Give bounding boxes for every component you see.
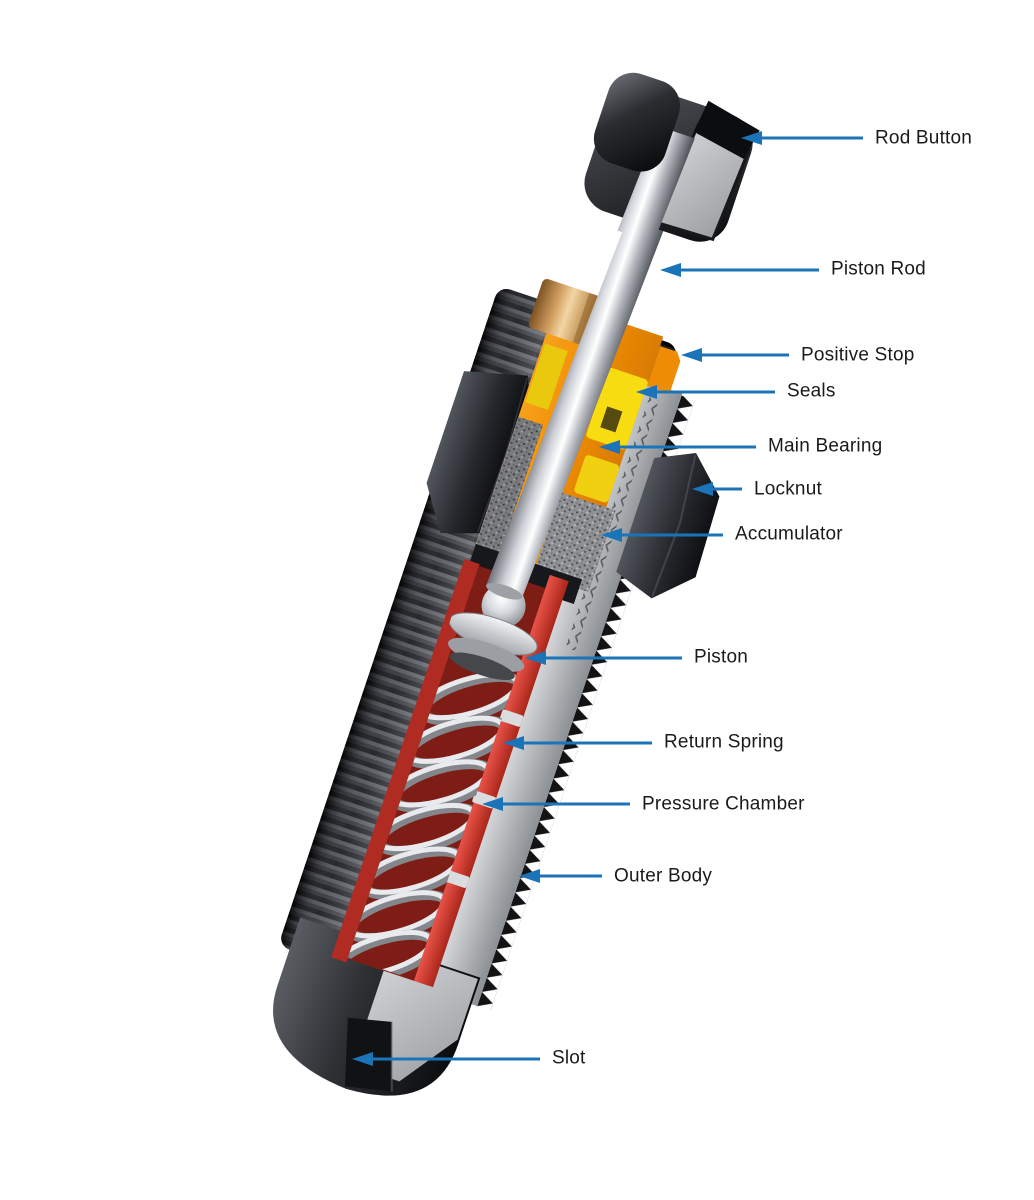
arrow-pressure-chamber xyxy=(482,797,630,811)
arrow-locknut xyxy=(692,482,742,496)
rod-through-button xyxy=(617,126,695,243)
label-rod-button: Rod Button xyxy=(875,127,973,149)
positive-stop-part xyxy=(646,346,681,394)
shock-absorber-assembly xyxy=(273,72,760,1096)
arrow-piston xyxy=(525,651,682,665)
accumulator-part xyxy=(475,416,616,593)
label-positive-stop: Positive Stop xyxy=(801,344,915,366)
arrow-positive-stop xyxy=(681,348,789,362)
arrow-outer-body xyxy=(519,869,602,883)
arrow-piston-rod xyxy=(660,263,819,277)
arrow-return-spring xyxy=(503,736,652,750)
arrow-accumulator xyxy=(601,528,723,542)
label-piston-rod: Piston Rod xyxy=(831,258,926,280)
arrow-main-bearing xyxy=(599,440,756,454)
arrow-rod-button xyxy=(741,131,863,145)
leader-arrows xyxy=(352,131,863,1066)
piston-rod-part xyxy=(486,125,700,600)
label-accumulator: Accumulator xyxy=(735,523,843,545)
arrow-seals xyxy=(636,385,775,399)
label-main-bearing: Main Bearing xyxy=(768,435,883,457)
coil-slot xyxy=(499,709,524,727)
label-slot: Slot xyxy=(552,1047,586,1069)
seal-notch xyxy=(600,406,623,433)
coil-slot xyxy=(445,870,470,888)
label-return-spring: Return Spring xyxy=(664,731,784,753)
label-pressure-chamber: Pressure Chamber xyxy=(642,793,805,815)
label-locknut: Locknut xyxy=(754,478,822,500)
button-notch xyxy=(693,100,760,159)
label-outer-body: Outer Body xyxy=(614,865,713,887)
label-piston: Piston xyxy=(694,646,749,668)
label-seals: Seals xyxy=(787,380,836,402)
arrow-slot xyxy=(352,1052,540,1066)
button-cap xyxy=(593,72,681,172)
rod-button-part xyxy=(584,72,760,243)
